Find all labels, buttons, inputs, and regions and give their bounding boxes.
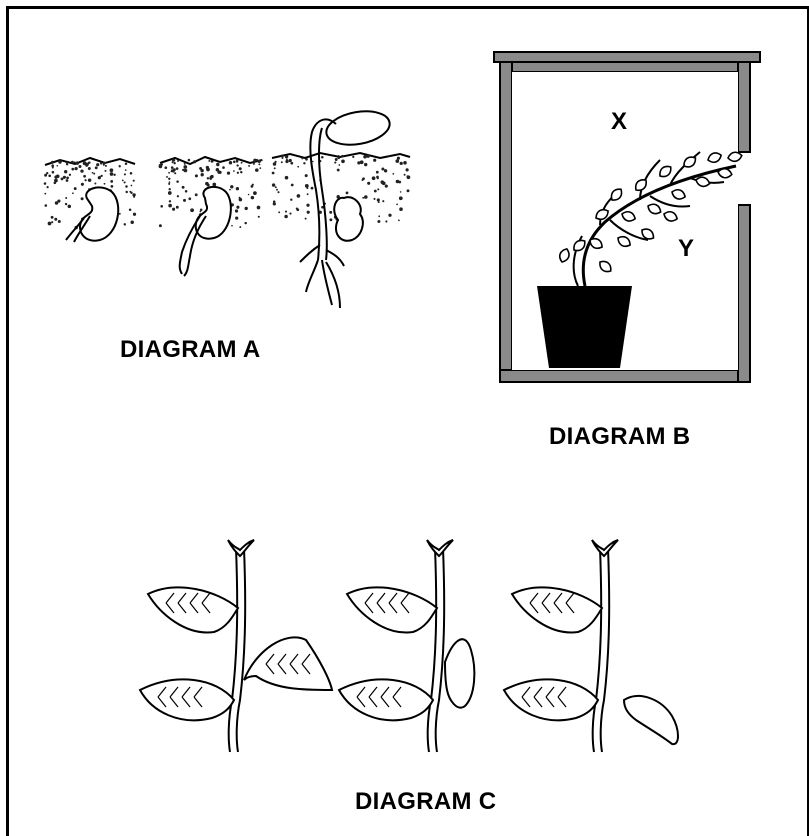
box-right-wall-lower <box>738 205 750 382</box>
diagram-c-caption: DIAGRAM C <box>355 788 496 816</box>
seedling-3 <box>300 107 392 308</box>
label-y: Y <box>678 235 694 263</box>
diagram-a-illustration <box>44 107 411 308</box>
box-top <box>500 62 750 72</box>
box-bottom <box>500 370 750 382</box>
box-left-wall <box>500 62 512 382</box>
diagram-a-caption: DIAGRAM A <box>120 336 260 364</box>
bean-seed-2 <box>180 187 231 276</box>
box-lid <box>494 52 760 62</box>
box-right-wall-upper <box>738 62 750 152</box>
diagram-b-illustration <box>494 52 760 382</box>
label-x: X <box>611 108 627 136</box>
bean-seed-1 <box>66 187 118 242</box>
diagram-c-illustration <box>140 540 678 752</box>
diagram-b-caption: DIAGRAM B <box>549 423 690 451</box>
plant-pot <box>537 286 632 368</box>
